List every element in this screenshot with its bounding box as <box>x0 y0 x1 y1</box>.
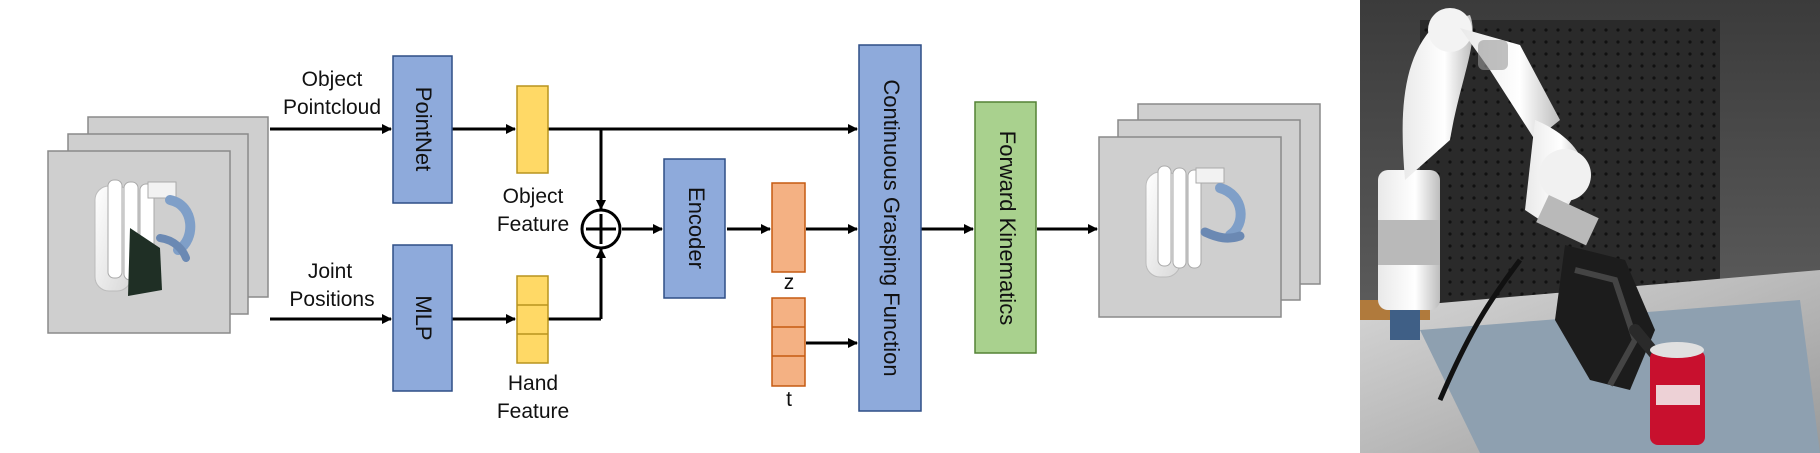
object-feature-label-line1: Object <box>503 185 564 208</box>
object-pointcloud-label-line2: Pointcloud <box>283 96 381 119</box>
t-time-vector <box>771 297 806 387</box>
forward-kinematics-label: Forward Kinematics <box>995 131 1020 325</box>
encoder-block: Encoder <box>663 158 726 299</box>
input-hand-render <box>94 179 196 296</box>
forward-kinematics-block: Forward Kinematics <box>974 101 1037 354</box>
z-latent-vector <box>771 182 806 273</box>
mlp-block: MLP <box>392 244 453 392</box>
encoder-label: Encoder <box>684 187 709 269</box>
concat-plus-operator <box>580 208 622 250</box>
object-feature-label-line2: Feature <box>497 213 569 236</box>
robot-photo <box>1360 0 1820 453</box>
continuous-grasping-function-block: Continuous Grasping Function <box>858 44 922 412</box>
connection-lines <box>270 124 1098 348</box>
output-hand-render <box>1145 165 1246 278</box>
hand-feature-label-line2: Feature <box>497 400 569 423</box>
hand-feature-vector <box>516 275 549 364</box>
joint-positions-label-line2: Positions <box>289 288 374 311</box>
object-pointcloud-label-line1: Object <box>302 68 363 91</box>
z-label: z <box>784 271 795 294</box>
output-render-stack <box>1098 103 1321 318</box>
pipeline-diagram: Object Pointcloud Joint Positions PointN… <box>47 44 1321 423</box>
pointnet-block: PointNet <box>392 55 453 204</box>
robot-photo-illustration <box>1360 0 1820 453</box>
continuous-grasping-function-label: Continuous Grasping Function <box>879 79 904 376</box>
object-feature-vector <box>516 85 549 174</box>
hand-feature-label-line1: Hand <box>508 372 558 395</box>
pointnet-label: PointNet <box>411 87 436 171</box>
mlp-label: MLP <box>411 295 436 340</box>
input-render-stack <box>47 116 269 334</box>
joint-positions-label-line1: Joint <box>308 260 353 283</box>
t-label: t <box>786 388 792 411</box>
